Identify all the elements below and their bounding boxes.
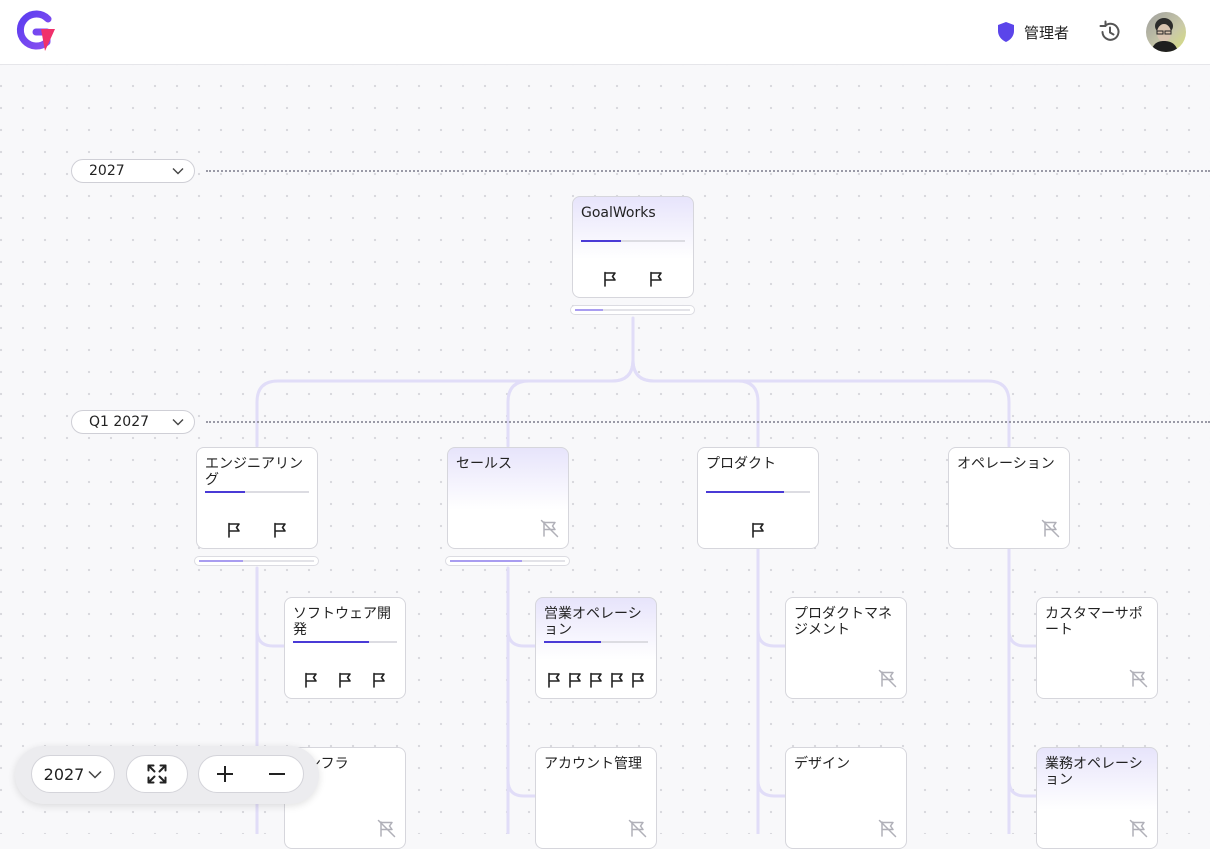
flag-group [197, 522, 317, 538]
progress-bar [205, 491, 309, 493]
flag-group [573, 271, 693, 287]
flag-icon [228, 522, 241, 538]
flag-group [285, 672, 405, 688]
no-flag-icon [377, 819, 396, 838]
zoom-out-button[interactable] [262, 759, 292, 789]
flag-icon [632, 672, 644, 688]
fit-screen-button[interactable] [126, 755, 188, 793]
goal-title: GoalWorks [581, 205, 656, 221]
flag-icon [604, 271, 617, 287]
flag-icon [611, 672, 623, 688]
progress-bar [581, 240, 685, 242]
goal-title: 営業オペレーション [544, 606, 642, 638]
goal-title: カスタマーサポート [1045, 606, 1143, 638]
goal-title: ソフトウェア開発 [293, 606, 391, 638]
no-flag-icon [1129, 669, 1148, 688]
flag-icon [649, 271, 662, 287]
quarter-selector[interactable]: Q1 2027 [71, 410, 195, 434]
chevron-down-icon [88, 770, 102, 779]
user-avatar[interactable] [1146, 12, 1186, 52]
chevron-down-icon [172, 419, 184, 426]
goal-card-account-management[interactable]: アカウント管理 [535, 747, 657, 849]
zoom-in-button[interactable] [210, 759, 240, 789]
goal-card-product[interactable]: プロダクト [697, 447, 819, 549]
year-selector[interactable]: 2027 [71, 159, 195, 183]
flag-icon [548, 672, 560, 688]
role-indicator: 管理者 [996, 21, 1069, 43]
goal-title: 業務オペレーション [1045, 756, 1143, 788]
goal-card-operations[interactable]: オペレーション [948, 447, 1070, 549]
no-flag-icon [878, 819, 897, 838]
toolbar-year-selector[interactable]: 2027 [31, 755, 115, 793]
minus-icon [269, 773, 285, 775]
goal-card-engineering[interactable]: エンジニアリング [196, 447, 318, 549]
no-flag-icon [1041, 519, 1060, 538]
goal-title: オペレーション [957, 456, 1055, 472]
flag-icon [373, 672, 385, 688]
sub-progress-sales [445, 556, 570, 566]
goalworks-logo[interactable] [14, 10, 58, 54]
sub-progress-root [570, 305, 695, 315]
no-flag-icon [878, 669, 897, 688]
app-header: 管理者 [0, 0, 1210, 65]
flag-group [536, 672, 656, 688]
flag-icon [590, 672, 602, 688]
zoom-controls [198, 755, 304, 793]
goal-card-design[interactable]: デザイン [785, 747, 907, 849]
fit-screen-icon [147, 764, 167, 784]
plus-icon [217, 766, 233, 782]
sub-progress-engineering [194, 556, 319, 566]
history-icon[interactable] [1097, 19, 1123, 45]
canvas-toolbar: 2027 [15, 746, 319, 804]
progress-bar [706, 491, 810, 493]
no-flag-icon [628, 819, 647, 838]
flag-icon [752, 522, 764, 538]
goal-card-root[interactable]: GoalWorks [572, 196, 694, 298]
goal-title: アカウント管理 [544, 756, 642, 772]
flag-group [698, 522, 818, 538]
goal-title: セールス [456, 456, 512, 472]
goal-card-product-management[interactable]: プロダクトマネジメント [785, 597, 907, 699]
no-flag-icon [540, 519, 559, 538]
flag-icon [339, 672, 351, 688]
goal-card-sales-ops[interactable]: 営業オペレーション [535, 597, 657, 699]
goal-title: プロダクトマネジメント [794, 606, 892, 638]
shield-icon [998, 22, 1014, 42]
flag-icon [569, 672, 581, 688]
role-label: 管理者 [1024, 23, 1070, 42]
no-flag-icon [1129, 819, 1148, 838]
progress-bar [544, 641, 648, 643]
chevron-down-icon [172, 168, 184, 175]
flag-icon [305, 672, 317, 688]
goal-card-customer-support[interactable]: カスタマーサポート [1036, 597, 1158, 699]
goal-card-software-dev[interactable]: ソフトウェア開発 [284, 597, 406, 699]
flag-icon [273, 522, 286, 538]
goal-card-sales[interactable]: セールス [447, 447, 569, 549]
goal-title: プロダクト [706, 456, 776, 472]
quarter-divider [206, 421, 1210, 423]
progress-bar [293, 641, 397, 643]
goal-title: エンジニアリング [205, 456, 303, 488]
goal-title: デザイン [794, 756, 850, 772]
year-divider [206, 170, 1210, 172]
